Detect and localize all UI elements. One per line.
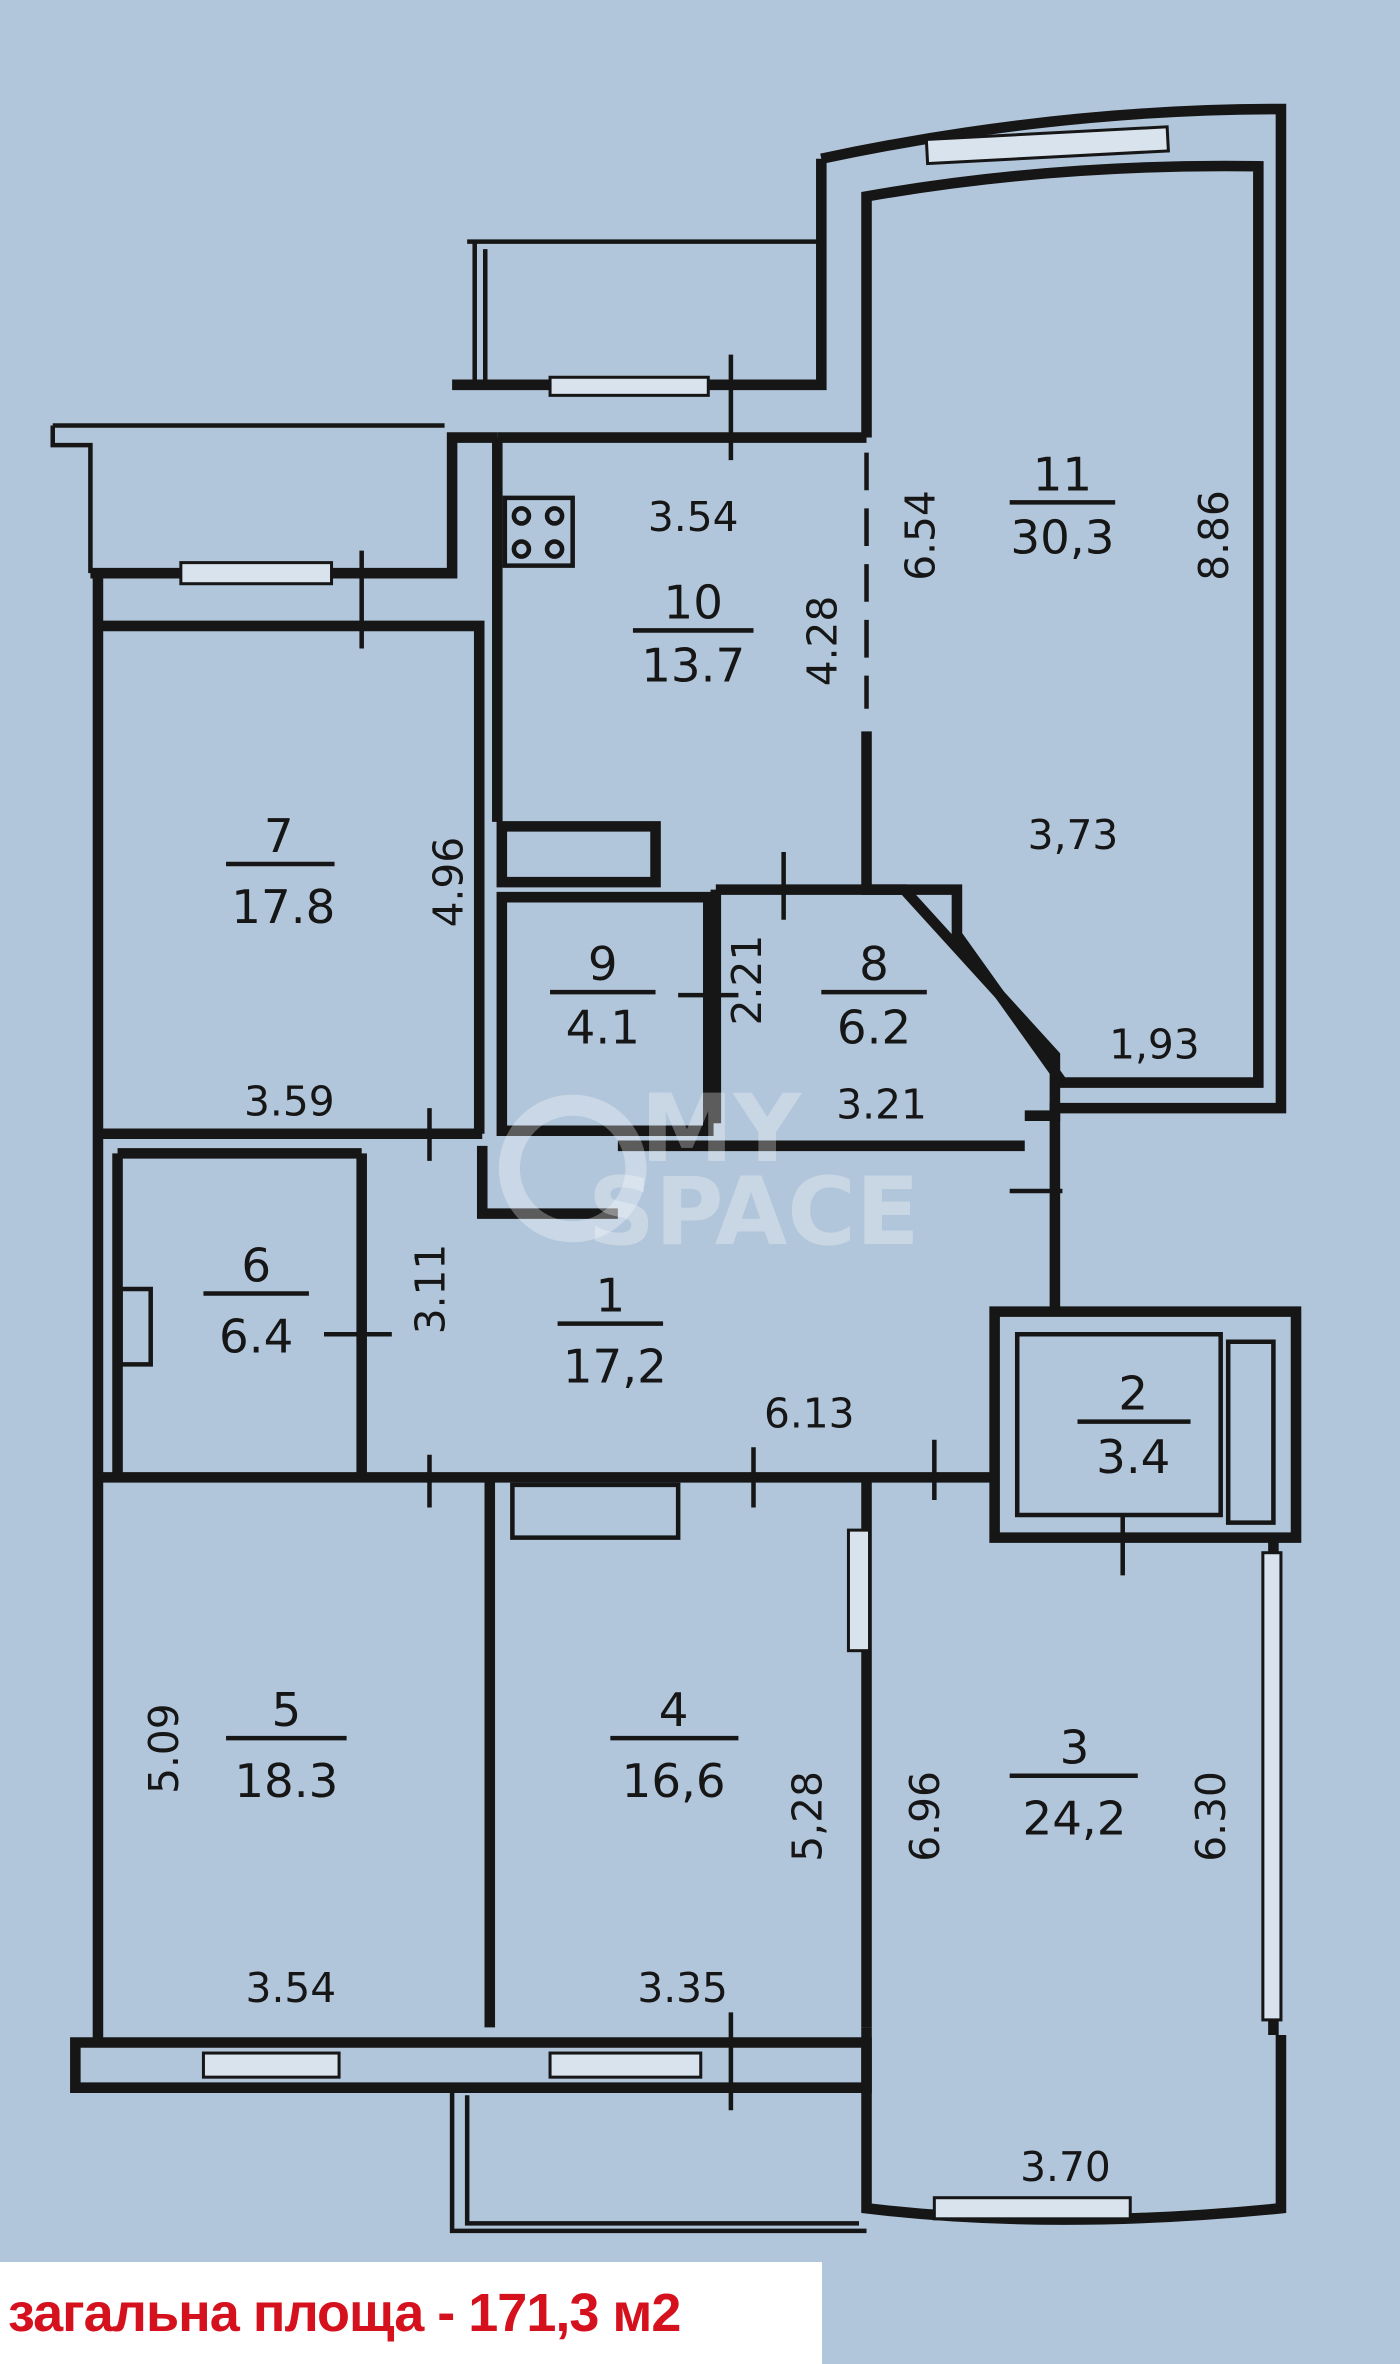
dimension-labels: 3.54 6.54 8.86 4.28 3,73 4.96 2.21 3.21 …	[140, 490, 1238, 2191]
room-5-area: 18.3	[234, 1755, 338, 1809]
room-2-number: 2	[1118, 1368, 1148, 1422]
dim-label: 3.54	[648, 493, 739, 541]
room-9-area: 4.1	[566, 1001, 640, 1055]
watermark-logo: MY SPACE	[498, 1075, 920, 1267]
room-2-area: 3.4	[1096, 1431, 1170, 1485]
svg-text:SPACE: SPACE	[588, 1158, 920, 1267]
room-9-number: 9	[588, 938, 618, 992]
room-6-area: 6.4	[219, 1310, 293, 1364]
room-1-number: 1	[595, 1270, 625, 1324]
dim-label: 3.35	[637, 1964, 728, 2012]
room-labels: 11 30,3 10 13.7 7 17.8 9 4.1 8 6.2 6 6.4…	[203, 448, 1191, 1847]
room-7-number: 7	[264, 810, 294, 864]
walls	[50, 103, 1302, 2234]
dim-label: 5.09	[140, 1703, 188, 1794]
dim-label: 3.54	[246, 1964, 337, 2012]
room-10-number: 10	[663, 576, 722, 630]
room-1-area: 17,2	[563, 1340, 667, 1394]
dim-label: 6.13	[764, 1390, 855, 1438]
room-7-area: 17.8	[231, 881, 335, 935]
room-3-area: 24,2	[1022, 1793, 1126, 1847]
dim-label: 5,28	[783, 1771, 831, 1862]
dim-label: 2.21	[723, 935, 771, 1026]
room-11-area: 30,3	[1010, 512, 1114, 566]
dim-label: 4.28	[798, 596, 846, 687]
dim-label: 3.70	[1020, 2143, 1111, 2191]
dim-label: 8.86	[1190, 490, 1238, 581]
room-8-area: 6.2	[837, 1001, 911, 1055]
total-area-label: загальна площа - 171,3 м2	[8, 2283, 681, 2343]
dim-label: 3,73	[1028, 811, 1119, 859]
dim-label: 3.59	[244, 1078, 335, 1126]
total-area-banner: загальна площа - 171,3 м2	[0, 2262, 822, 2364]
room-10-area: 13.7	[641, 640, 745, 694]
room-4-area: 16,6	[622, 1755, 726, 1809]
room-11-number: 11	[1033, 448, 1092, 502]
svg-text:MY: MY	[640, 1075, 802, 1184]
dim-label: 1,93	[1109, 1020, 1200, 1068]
room-8-number: 8	[859, 938, 889, 992]
dim-label: 3.21	[836, 1081, 927, 1129]
dim-label: 3.11	[407, 1244, 455, 1335]
dim-label: 4.96	[425, 837, 473, 928]
room-4-number: 4	[659, 1684, 689, 1738]
dim-label: 6.96	[901, 1771, 949, 1862]
room-5-number: 5	[271, 1684, 301, 1738]
room-6-number: 6	[241, 1239, 271, 1293]
room-3-number: 3	[1060, 1722, 1090, 1776]
dim-label: 6.30	[1187, 1771, 1235, 1862]
windows	[179, 125, 1283, 2221]
dim-label: 6.54	[896, 490, 944, 581]
